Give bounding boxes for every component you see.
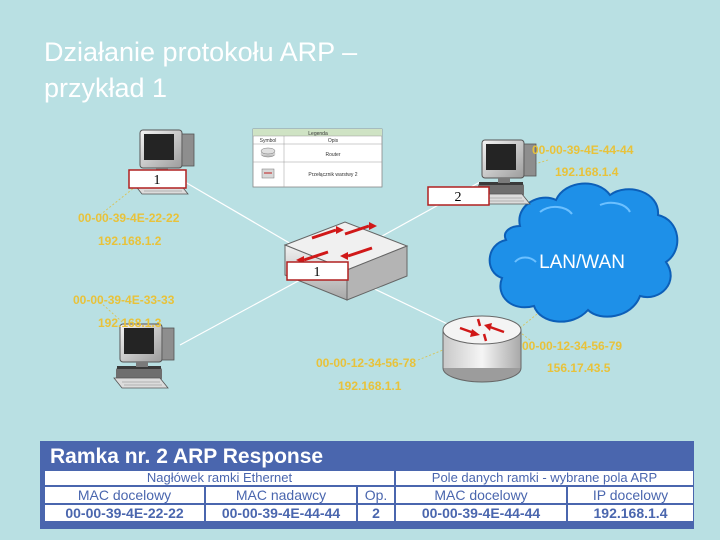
step-tag-switch: 1 — [286, 261, 349, 281]
frame-col-dest-mac: MAC docelowy — [45, 487, 204, 503]
link-switch-router — [359, 281, 461, 331]
frame-val-op: 2 — [358, 505, 394, 521]
link-host-a-switch — [184, 181, 311, 256]
frame-val-src-mac: 00-00-39-4E-44-44 — [206, 505, 356, 521]
frame-table: Nagłówek ramki Ethernet Pole danych ramk… — [43, 469, 695, 523]
frame-header-arp: Pole danych ramki - wybrane pola ARP — [396, 471, 694, 485]
frame-header-ethernet: Nagłówek ramki Ethernet — [45, 471, 394, 485]
router-lan-ip: 192.168.1.1 — [338, 379, 402, 393]
router-icon — [442, 315, 522, 383]
slide-title-line-1: Działanie protokołu ARP – — [44, 37, 358, 67]
switch[interactable] — [283, 221, 409, 301]
frame-val-arp-dest-mac: 00-00-39-4E-44-44 — [396, 505, 566, 521]
host-a-mac: 00-00-39-4E-22-22 — [78, 211, 180, 225]
step-tag-host-a: 1 — [128, 169, 187, 189]
legend-col-symbol: Symbol — [260, 138, 277, 144]
cloud-label: LAN/WAN — [539, 252, 625, 273]
host-c-ip: 192.168.1.4 — [555, 165, 619, 179]
frame-col-op: Op. — [358, 487, 394, 503]
svg-text:1: 1 — [154, 173, 161, 188]
arp-frame-table-panel: Ramka nr. 2 ARP Response Nagłówek ramki … — [40, 441, 694, 529]
frame-col-arp-dest-ip: IP docelowy — [568, 487, 694, 503]
legend: Legenda Symbol Opis Router Przełącznik w… — [252, 128, 383, 188]
frame-value-row: 00-00-39-4E-22-22 00-00-39-4E-44-44 2 00… — [45, 505, 694, 521]
legend-col-name: Opis — [328, 138, 339, 144]
frame-column-row: MAC docelowy MAC nadawcy Op. MAC docelow… — [45, 487, 694, 503]
frame-title: Ramka nr. 2 ARP Response — [50, 445, 324, 468]
router-wan-ip: 156.17.43.5 — [547, 361, 611, 375]
svg-text:1: 1 — [314, 265, 321, 280]
links — [179, 181, 481, 346]
frame-col-arp-dest-mac: MAC docelowy — [396, 487, 566, 503]
link-host-b-switch — [179, 279, 301, 346]
switch-icon — [283, 221, 409, 301]
host-c-mac: 00-00-39-4E-44-44 — [532, 143, 634, 157]
slide-title-line-2: przykład 1 — [44, 73, 168, 103]
host-b-ip: 192.168.1.3 — [98, 316, 162, 330]
step-tag-host-c: 2 — [427, 186, 490, 206]
desktop-computer-icon — [113, 323, 175, 389]
svg-text:2: 2 — [455, 190, 462, 205]
network-diagram: Legenda Symbol Opis Router Przełącznik w… — [73, 128, 679, 393]
legend-header: Legenda — [308, 131, 328, 137]
router-wan-mac: 00-00-12-34-56-79 — [522, 339, 622, 353]
router[interactable] — [442, 315, 522, 383]
host-a-ip: 192.168.1.2 — [98, 234, 162, 248]
host-b[interactable] — [113, 323, 175, 389]
host-b-mac: 00-00-39-4E-33-33 — [73, 293, 175, 307]
frame-val-dest-mac: 00-00-39-4E-22-22 — [45, 505, 204, 521]
frame-val-arp-dest-ip: 192.168.1.4 — [568, 505, 694, 521]
legend-row-router: Router — [325, 152, 340, 158]
slide-title: Działanie protokołu ARP – przykład 1 — [44, 34, 464, 106]
legend-row-switch: Przełącznik warstwy 2 — [308, 172, 357, 178]
frame-header-row: Nagłówek ramki Ethernet Pole danych ramk… — [45, 471, 694, 485]
router-lan-mac: 00-00-12-34-56-78 — [316, 356, 416, 370]
cloud-icon: LAN/WAN — [488, 182, 679, 323]
frame-col-src-mac: MAC nadawcy — [206, 487, 356, 503]
